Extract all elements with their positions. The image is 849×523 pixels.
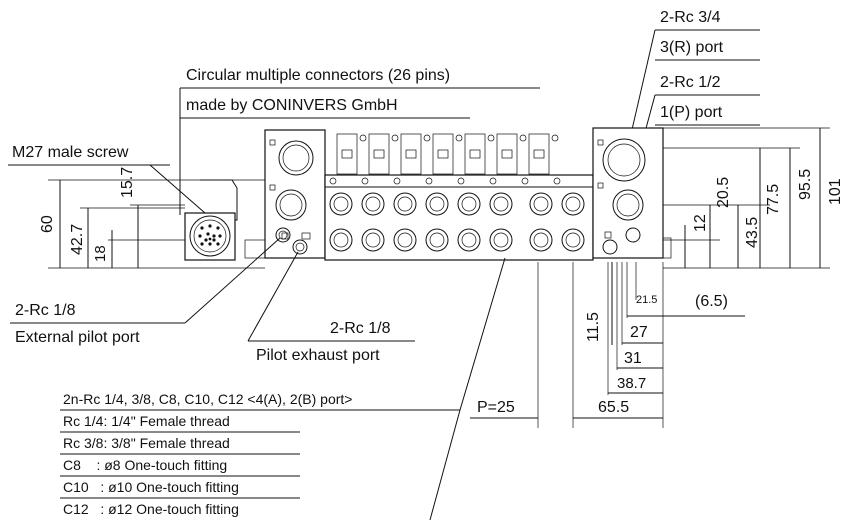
connector-callout: Circular multiple connectors (26 pins) m…: [179, 67, 540, 215]
port-row-1: Rc 1/4: 1/4" Female thread: [63, 413, 230, 429]
dim-101: 101: [827, 178, 844, 205]
dim-65-5: 65.5: [598, 399, 629, 416]
external-pilot-callout: 2-Rc 1/8 External pilot port: [10, 237, 281, 346]
dim-27: 27: [630, 324, 648, 341]
dim-20-5: 20.5: [715, 177, 732, 208]
port-p-size: 2-Rc 1/2: [660, 74, 721, 91]
right-end-plate: [592, 127, 672, 259]
dim-77-5: 77.5: [765, 184, 782, 215]
left-end-plate: [264, 129, 326, 259]
dim-95-5: 95.5: [797, 169, 814, 200]
connector-label-1: Circular multiple connectors (26 pins): [186, 67, 450, 84]
dim-6-5: (6.5): [695, 293, 728, 310]
dim-31: 31: [624, 350, 642, 367]
circular-connector: [184, 179, 238, 261]
port-row-3: C8 : ø8 One-touch fitting: [63, 457, 227, 473]
left-dimensions: 60 42.7 18 15.7: [39, 167, 265, 269]
port-r-size: 2-Rc 3/4: [660, 9, 721, 26]
connector-label-2: made by CONINVERS GmbH: [186, 97, 398, 114]
dim-43-5: 43.5: [744, 217, 761, 248]
bottom-dimensions: P=25 65.5 38.7 31 27 21.5 (6.5) 11.5: [470, 262, 745, 428]
port-table-heading: 2n-Rc 1/4, 3/8, C8, C10, C12 <4(A), 2(B)…: [63, 391, 352, 407]
dim-11-5: 11.5: [585, 312, 602, 342]
pilot-exh-size: 2-Rc 1/8: [330, 320, 391, 337]
port-row-4: C10 : ø10 One-touch fitting: [63, 479, 239, 495]
valve-stations: [324, 133, 594, 261]
port-p-callout: 2-Rc 1/2 1(P) port: [627, 74, 760, 196]
port-r-name: 3(R) port: [660, 39, 724, 56]
port-row-5: C12 : ø12 One-touch fitting: [63, 501, 239, 517]
port-spec-table: 2n-Rc 1/4, 3/8, C8, C10, C12 <4(A), 2(B)…: [60, 257, 506, 521]
dim-42-7: 42.7: [69, 224, 86, 255]
ext-pilot-name: External pilot port: [15, 329, 140, 346]
port-p-name: 1(P) port: [660, 104, 723, 121]
dim-21-5: 21.5: [636, 294, 657, 306]
male-screw-label: M27 male screw: [12, 144, 129, 161]
pilot-exh-name: Pilot exhaust port: [256, 347, 380, 364]
dim-18: 18: [92, 245, 109, 262]
pilot-exhaust-callout: 2-Rc 1/8 Pilot exhaust port: [247, 251, 415, 364]
dim-60: 60: [39, 215, 56, 233]
pilot-ports: [244, 227, 308, 259]
port-row-2: Rc 3/8: 3/8" Female thread: [63, 435, 230, 451]
right-dimensions: 101 95.5 77.5 43.5 20.5 12: [663, 127, 844, 269]
ext-pilot-size: 2-Rc 1/8: [15, 302, 76, 319]
dim-38-7: 38.7: [617, 375, 646, 392]
dim-pitch: P=25: [477, 399, 515, 416]
male-screw-callout: M27 male screw: [8, 144, 206, 214]
dim-12: 12: [692, 214, 709, 232]
dim-15-7: 15.7: [119, 167, 136, 198]
